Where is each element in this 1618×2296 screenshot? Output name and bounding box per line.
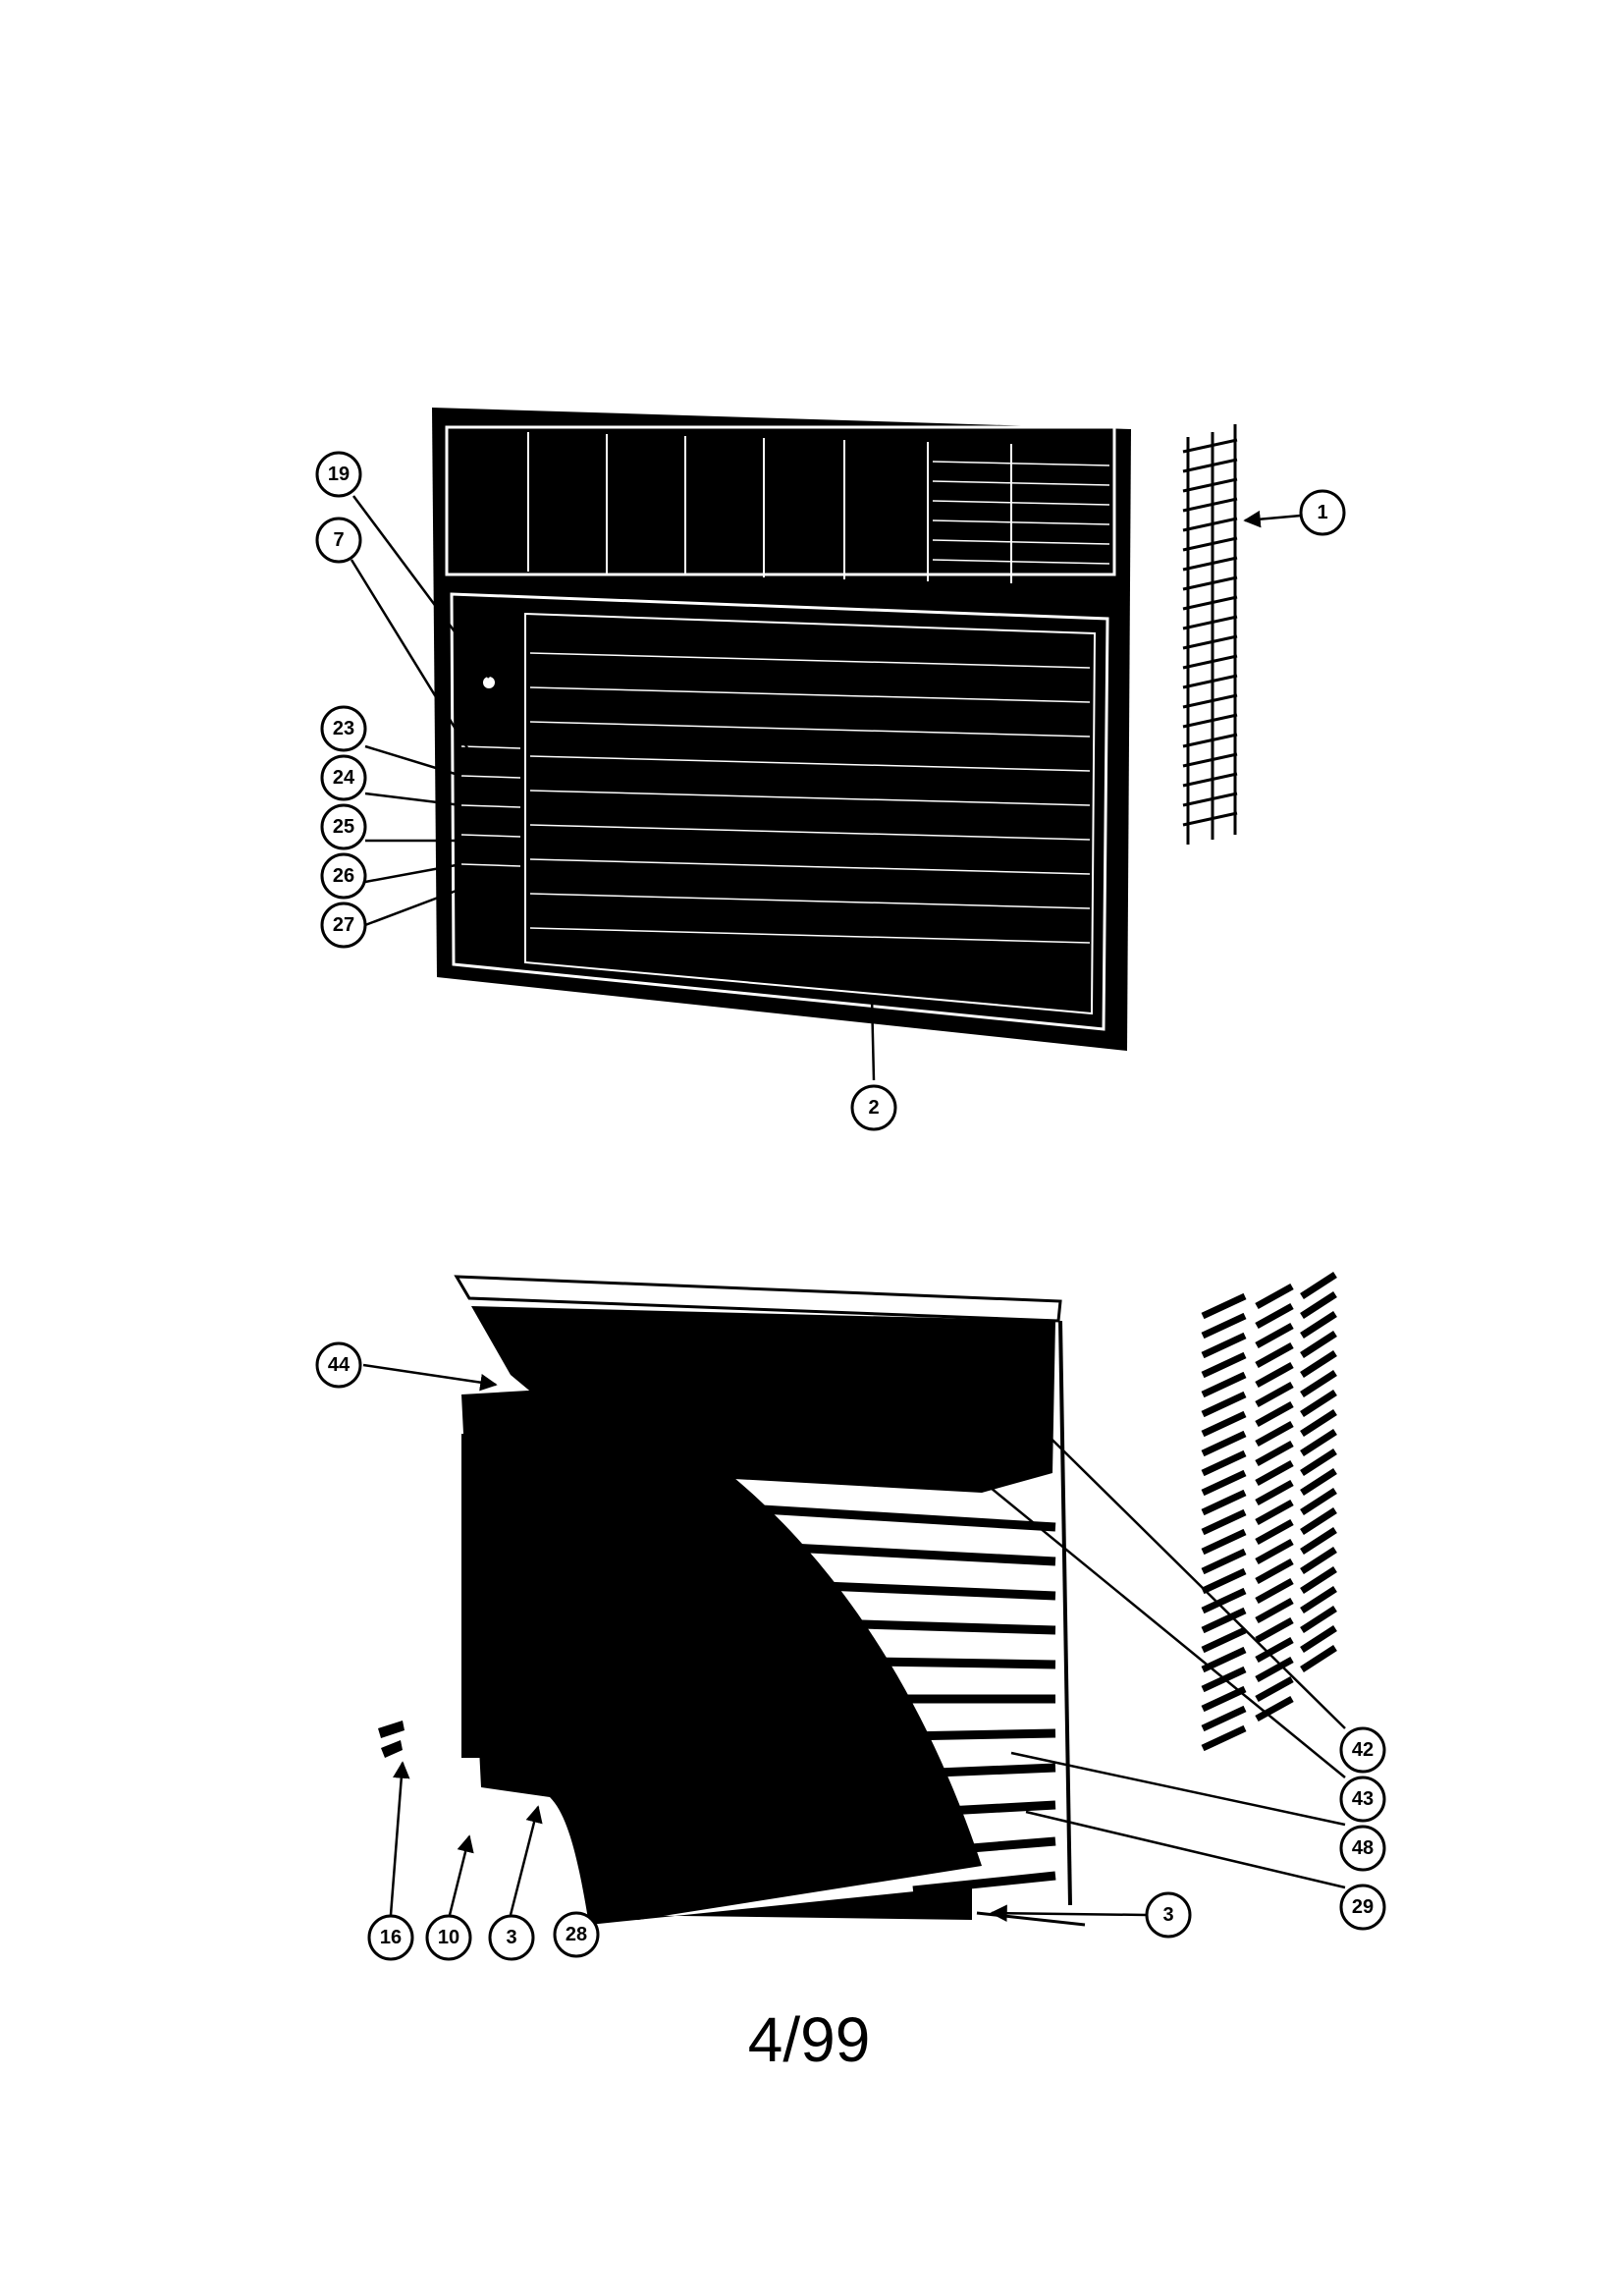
svg-text:7: 7 xyxy=(333,529,344,551)
callout-19: 19 xyxy=(315,451,362,498)
svg-text:42: 42 xyxy=(1352,1739,1374,1761)
svg-text:29: 29 xyxy=(1352,1896,1374,1918)
svg-text:27: 27 xyxy=(333,914,354,936)
chassis-assembly xyxy=(454,1275,1086,1927)
svg-text:28: 28 xyxy=(566,1924,587,1945)
svg-text:1: 1 xyxy=(1317,502,1327,523)
front-panel-frame xyxy=(432,408,1131,1051)
bottom-leaders xyxy=(362,1363,1346,1922)
svg-text:23: 23 xyxy=(333,718,354,739)
svg-text:2: 2 xyxy=(868,1097,879,1119)
lower-grille-section xyxy=(450,592,1109,1031)
compressor-housing xyxy=(461,1434,550,1758)
callout-29: 29 xyxy=(1339,1884,1386,1931)
callout-43: 43 xyxy=(1339,1776,1386,1823)
condenser-coil xyxy=(647,1498,1056,1895)
callout-2: 2 xyxy=(850,1084,897,1131)
svg-text:3: 3 xyxy=(1162,1904,1173,1926)
svg-text:16: 16 xyxy=(380,1927,402,1948)
svg-text:25: 25 xyxy=(333,816,354,838)
svg-text:43: 43 xyxy=(1352,1788,1374,1810)
svg-text:24: 24 xyxy=(333,767,355,789)
callout-16: 16 xyxy=(367,1914,414,1961)
callout-1: 1 xyxy=(1299,489,1346,536)
svg-text:10: 10 xyxy=(438,1927,459,1948)
callout-24: 24 xyxy=(320,754,367,801)
svg-text:19: 19 xyxy=(328,464,350,485)
top-cover-edge xyxy=(454,1275,1062,1323)
svg-text:26: 26 xyxy=(333,865,354,887)
callout-23: 23 xyxy=(320,705,367,752)
callout-42: 42 xyxy=(1339,1726,1386,1774)
callout-10: 10 xyxy=(425,1914,472,1961)
svg-text:3: 3 xyxy=(506,1927,516,1948)
svg-text:48: 48 xyxy=(1352,1837,1374,1859)
callout-3-right: 3 xyxy=(1145,1891,1192,1939)
callout-28: 28 xyxy=(553,1911,600,1958)
top-leaders xyxy=(350,495,1302,1081)
louver-strip-top xyxy=(1182,424,1238,845)
callout-26: 26 xyxy=(320,852,367,900)
callout-44: 44 xyxy=(315,1341,362,1389)
upper-louver-section xyxy=(445,425,1116,583)
callout-7: 7 xyxy=(315,517,362,564)
callout-48: 48 xyxy=(1339,1825,1386,1872)
louver-grille-bottom xyxy=(1201,1272,1337,1752)
page-date-footer: 4/99 xyxy=(747,2004,871,2075)
callout-27: 27 xyxy=(320,902,367,949)
callout-3-left: 3 xyxy=(488,1914,535,1961)
small-fastener-parts xyxy=(378,1721,404,1758)
control-knob xyxy=(483,677,495,688)
callout-25: 25 xyxy=(320,803,367,850)
svg-text:44: 44 xyxy=(328,1354,351,1376)
front-panel-assembly xyxy=(432,408,1131,1051)
